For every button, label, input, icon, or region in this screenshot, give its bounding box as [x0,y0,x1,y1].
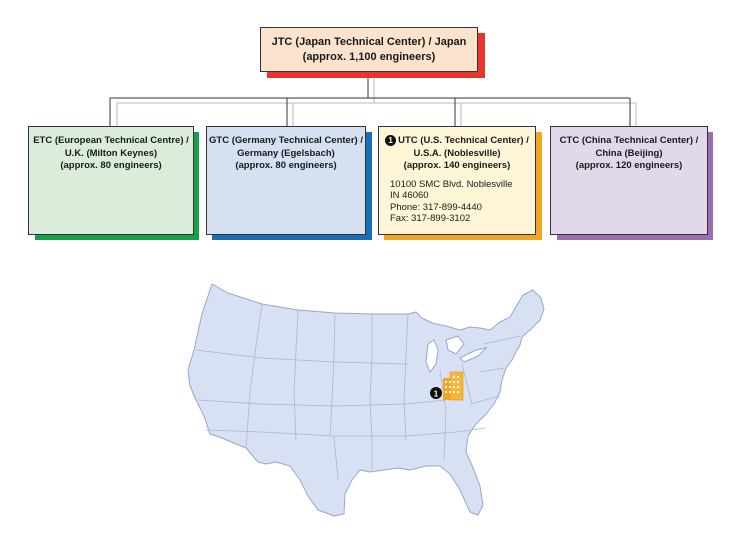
gtc-name: GTC (Germany Technical Center) / [209,135,363,146]
utc-name-text: UTC (U.S. Technical Center) / [398,135,529,146]
utc-phone: Phone: 317-899-4440 [390,201,482,213]
ctc-name: CTC (China Technical Center) / [559,135,699,146]
etc-location: U.K. (Milton Keynes) [64,147,158,159]
utc-address-street: 10100 SMC Blvd. Noblesville [390,178,513,190]
lake-michigan [425,339,439,374]
utc-address-block: 10100 SMC Blvd. Noblesville IN 46060 Pho… [379,179,535,225]
lake-erie [459,347,488,363]
gtc-engineers: (approx. 80 engineers) [235,160,337,171]
lake-huron [445,335,465,355]
utc-fax: Fax: 317-899-3102 [390,213,471,224]
ctc-engineers: (approx. 120 engineers) [575,160,683,171]
jtc-box: JTC (Japan Technical Center) / Japan (ap… [260,27,478,72]
jtc-name: JTC (Japan Technical Center) / Japan [271,36,467,48]
map-marker-badge-number: 1 [434,390,439,399]
ctc-location: China (Beijing) [595,147,663,159]
building-icon [443,371,464,401]
etc-box: ETC (European Technical Centre) / U.K. (… [28,126,194,235]
gtc-box: GTC (Germany Technical Center) / Germany… [206,126,366,235]
map-marker-badge [430,387,442,399]
usa-outline [187,283,545,517]
utc-engineers: (approx. 140 engineers) [403,160,511,171]
jtc-engineers: (approx. 1,100 engineers) [302,51,436,63]
etc-name: ETC (European Technical Centre) / [33,135,189,146]
state-borders [195,303,521,481]
etc-engineers: (approx. 80 engineers) [60,160,162,171]
utc-address-zip: IN 46060 [390,190,429,201]
utc-number-badge: 1 [385,135,397,146]
gtc-location: Germany (Egelsbach) [237,147,335,159]
ctc-box: CTC (China Technical Center) / China (Be… [550,126,708,235]
utc-location: U.S.A. (Noblesville) [413,147,501,159]
